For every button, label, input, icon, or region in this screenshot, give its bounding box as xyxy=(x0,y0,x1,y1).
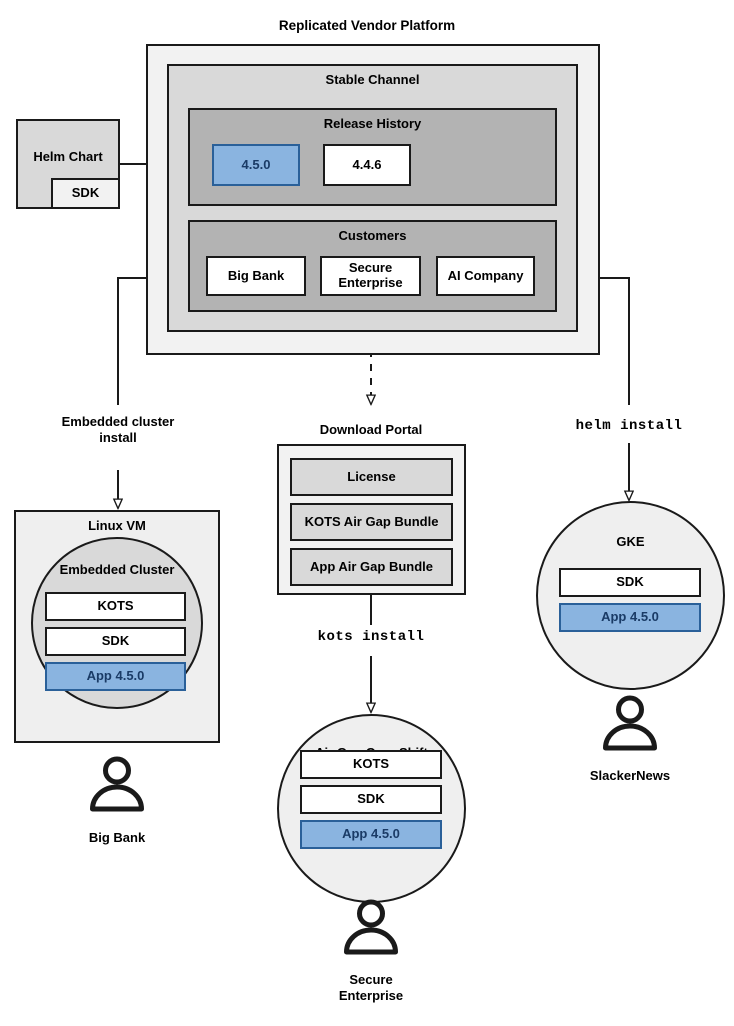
openshift-component-kots[interactable]: KOTS xyxy=(300,750,442,779)
release-card-4-4-6[interactable]: 4.4.6 xyxy=(323,144,411,186)
artifact-label: App Air Gap Bundle xyxy=(309,558,434,574)
component-label: App 4.5.0 xyxy=(601,609,659,625)
artifact-kots-air-gap-bundle[interactable]: KOTS Air Gap Bundle xyxy=(290,503,453,541)
helm-chart-sdk-box[interactable]: SDK xyxy=(51,178,120,209)
customers-title: Customers xyxy=(338,228,407,243)
persona-label-secure-enterprise: Secure Enterprise xyxy=(338,972,404,1004)
page-title: Replicated Vendor Platform xyxy=(278,18,456,33)
linux-vm-component-sdk[interactable]: SDK xyxy=(45,627,186,656)
sdk-label: SDK xyxy=(71,185,100,201)
helm-chart-label: Helm Chart xyxy=(33,148,103,164)
linux-vm-title: Linux VM xyxy=(88,518,146,533)
persona-icon-slackernews xyxy=(603,695,657,751)
linux-vm-component-app[interactable]: App 4.5.0 xyxy=(45,662,186,691)
release-card-4-5-0[interactable]: 4.5.0 xyxy=(212,144,300,186)
openshift-component-app[interactable]: App 4.5.0 xyxy=(300,820,442,849)
component-label: App 4.5.0 xyxy=(86,668,145,684)
artifact-label: License xyxy=(347,468,396,484)
release-history-title: Release History xyxy=(323,116,422,131)
artifact-label: KOTS Air Gap Bundle xyxy=(304,513,439,529)
customer-name-label: Secure Enterprise xyxy=(338,260,403,290)
openshift-component-sdk[interactable]: SDK xyxy=(300,785,442,814)
component-label: SDK xyxy=(616,574,644,590)
artifact-license[interactable]: License xyxy=(290,458,453,496)
persona-label-slackernews: SlackerNews xyxy=(589,768,671,783)
component-label: KOTS xyxy=(97,598,134,614)
gke-component-app[interactable]: App 4.5.0 xyxy=(559,603,701,632)
flow-label-helm-install: helm install xyxy=(575,418,683,434)
flow-label-embedded-cluster-install: Embedded cluster install xyxy=(61,414,175,446)
flow-label-kots-install: kots install xyxy=(317,629,425,645)
component-label: KOTS xyxy=(352,756,390,772)
persona-label-big-bank: Big Bank xyxy=(88,830,146,845)
release-version-label: 4.4.6 xyxy=(352,156,382,172)
customer-card-secure-enterprise[interactable]: Secure Enterprise xyxy=(320,256,421,296)
persona-icon-big-bank xyxy=(90,756,144,812)
gke-title: GKE xyxy=(616,534,645,549)
embedded-cluster-title: Embedded Cluster xyxy=(59,562,175,577)
component-label: SDK xyxy=(357,791,385,807)
customer-card-big-bank[interactable]: Big Bank xyxy=(206,256,306,296)
linux-vm-component-kots[interactable]: KOTS xyxy=(45,592,186,621)
flow-label-download-portal: Download Portal xyxy=(319,422,423,437)
stable-channel-title: Stable Channel xyxy=(325,72,420,87)
release-version-label: 4.5.0 xyxy=(241,156,271,172)
gke-component-sdk[interactable]: SDK xyxy=(559,568,701,597)
artifact-app-air-gap-bundle[interactable]: App Air Gap Bundle xyxy=(290,548,453,586)
customer-name-label: Big Bank xyxy=(227,267,285,283)
customer-card-ai-company[interactable]: AI Company xyxy=(436,256,535,296)
component-label: SDK xyxy=(101,633,130,649)
component-label: App 4.5.0 xyxy=(342,826,400,842)
customer-name-label: AI Company xyxy=(447,267,524,283)
persona-icon-secure-enterprise xyxy=(344,899,398,955)
